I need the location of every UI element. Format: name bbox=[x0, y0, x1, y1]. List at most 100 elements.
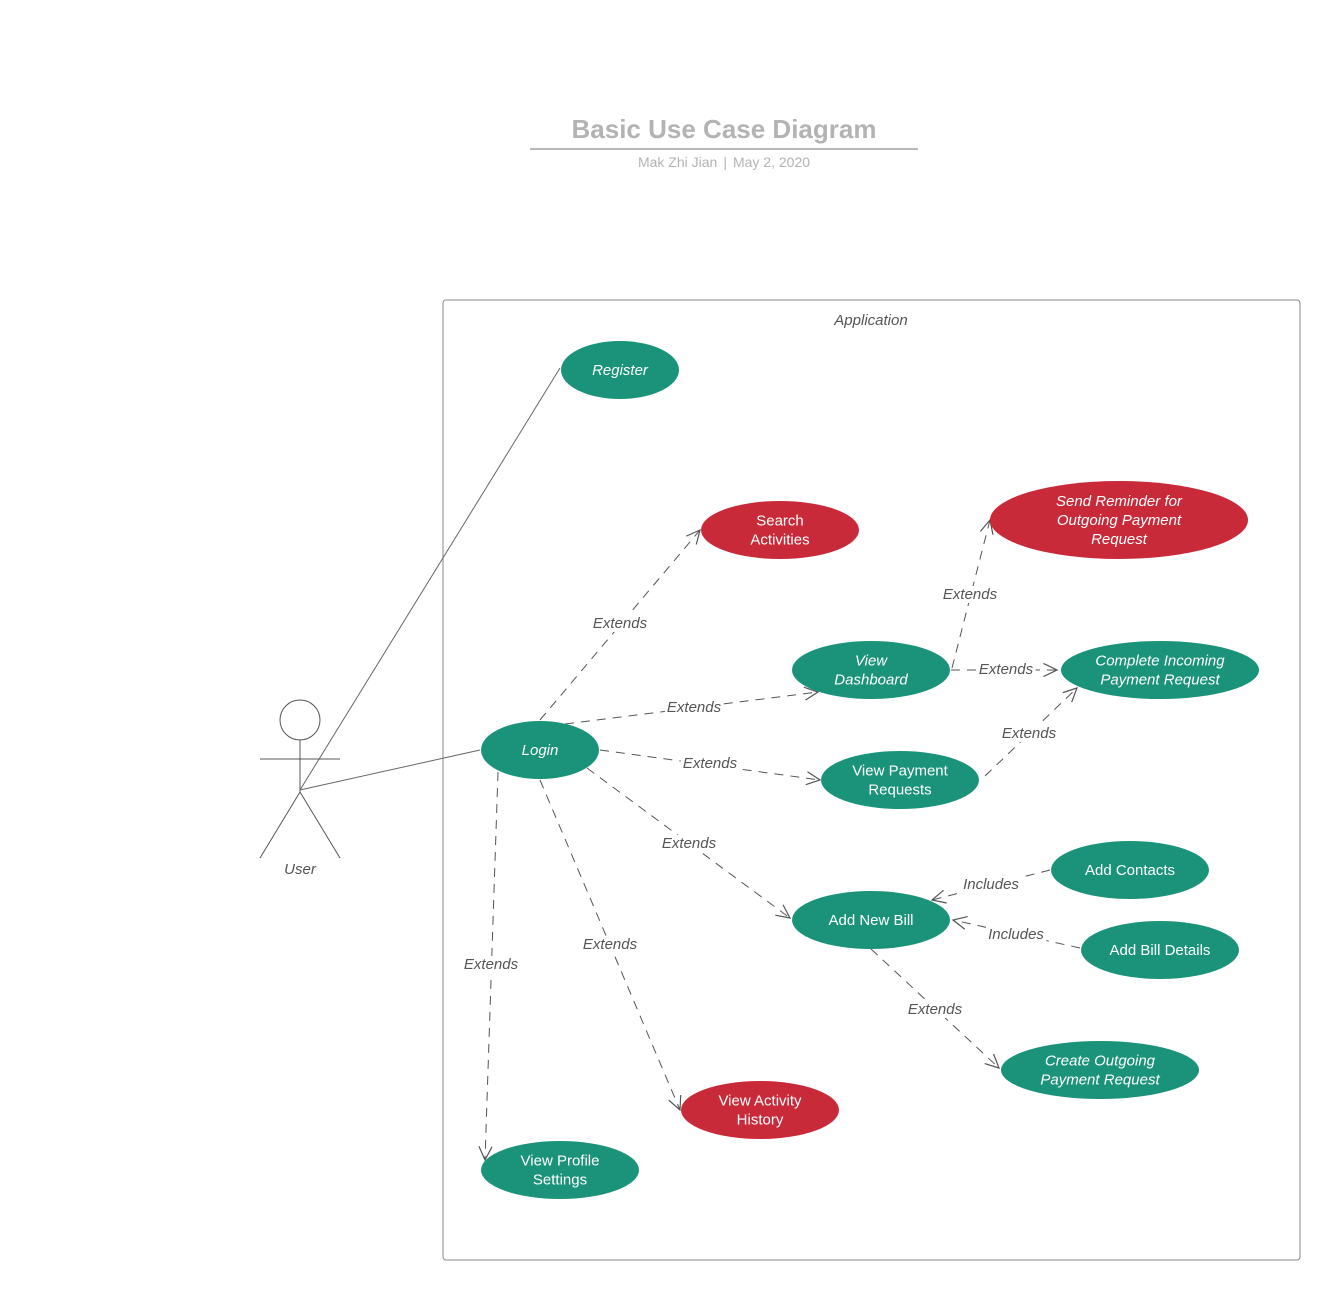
relationship-label-bg-login-profile bbox=[461, 956, 521, 973]
relationship-label-bg-login-payreq bbox=[680, 755, 740, 772]
use-case-add-contacts-shape bbox=[1051, 841, 1209, 899]
use-case-search-activities-shape bbox=[701, 501, 859, 559]
use-case-complete-incoming-label: Complete Incoming bbox=[1095, 653, 1225, 670]
relationship-label-dashboard-complete: Extends bbox=[979, 661, 1034, 678]
use-case-create-outgoing-label: Create Outgoing bbox=[1045, 1053, 1156, 1070]
use-case-view-dashboard-shape bbox=[792, 641, 950, 699]
use-case-create-outgoing-shape bbox=[1001, 1041, 1199, 1099]
use-case-view-dashboard-label: View bbox=[855, 653, 888, 670]
association-login[interactable] bbox=[299, 749, 481, 791]
use-case-create-outgoing-label: Payment Request bbox=[1040, 1072, 1160, 1089]
relationship-label-addbill-create: Extends bbox=[908, 1001, 963, 1018]
use-case-view-profile-settings-shape bbox=[481, 1141, 639, 1199]
use-case-add-new-bill-shape bbox=[792, 891, 950, 949]
diagram-meta: Mak Zhi Jian | May 2, 2020 bbox=[530, 154, 918, 170]
relationship-label-bg-login-dashboard bbox=[664, 699, 724, 716]
use-case-add-contacts[interactable]: Add Contacts bbox=[1051, 841, 1209, 899]
arrowhead-login-addbill bbox=[775, 904, 792, 919]
use-case-search-activities-label: Search bbox=[756, 513, 804, 530]
actor-head bbox=[279, 699, 321, 741]
relationship-label-bg-login-search bbox=[590, 615, 650, 632]
use-case-send-reminder-label: Request bbox=[1091, 531, 1148, 548]
relationship-label-login-search: Extends bbox=[593, 615, 648, 632]
arrowhead-addbill-create bbox=[984, 1053, 1001, 1069]
relationship-payreq-complete[interactable] bbox=[984, 687, 1078, 777]
relationship-label-login-dashboard: Extends bbox=[667, 699, 722, 716]
relationship-contacts-addbill[interactable] bbox=[931, 869, 1051, 901]
relationship-label-bg-payreq-complete bbox=[999, 725, 1059, 742]
diagram-title: Basic Use Case Diagram bbox=[571, 114, 877, 144]
system-label: Application bbox=[833, 312, 907, 329]
use-case-add-bill-details[interactable]: Add Bill Details bbox=[1081, 921, 1239, 979]
use-case-login-shape bbox=[481, 721, 599, 779]
system-boundary bbox=[442, 299, 1301, 1261]
use-case-view-activity-history-label: History bbox=[737, 1112, 784, 1129]
use-case-view-payment-requests-label: Requests bbox=[868, 782, 931, 799]
use-case-add-new-bill[interactable]: Add New Bill bbox=[792, 891, 950, 949]
relationship-label-details-addbill: Includes bbox=[988, 926, 1044, 943]
use-case-add-contacts-label: Add Contacts bbox=[1085, 862, 1175, 879]
arrowhead-contacts-addbill bbox=[930, 889, 947, 904]
relationship-label-bg-dashboard-reminder bbox=[940, 586, 1000, 603]
use-case-view-payment-requests-shape bbox=[821, 751, 979, 809]
use-case-view-profile-settings-label: Settings bbox=[533, 1172, 587, 1189]
use-case-add-new-bill-label: Add New Bill bbox=[828, 912, 913, 929]
association-register[interactable] bbox=[299, 367, 561, 791]
arrowhead-details-addbill bbox=[951, 915, 968, 930]
use-case-send-reminder-label: Outgoing Payment bbox=[1057, 512, 1182, 529]
meta-separator: | bbox=[723, 154, 727, 170]
relationship-label-bg-details-addbill bbox=[986, 926, 1047, 943]
actor-label: User bbox=[284, 861, 317, 878]
use-case-login-label: Login bbox=[522, 742, 559, 759]
use-case-view-profile-settings-label: View Profile bbox=[521, 1153, 600, 1170]
relationship-label-login-profile: Extends bbox=[464, 956, 519, 973]
relationship-label-dashboard-reminder: Extends bbox=[943, 586, 998, 603]
use-case-add-bill-details-shape bbox=[1081, 921, 1239, 979]
relationship-label-payreq-complete: Extends bbox=[1002, 725, 1057, 742]
use-case-login[interactable]: Login bbox=[481, 721, 599, 779]
relationship-label-bg-contacts-addbill bbox=[961, 876, 1022, 893]
use-case-register-shape bbox=[561, 341, 679, 399]
actor-right-leg bbox=[299, 791, 341, 859]
relationship-label-login-activity: Extends bbox=[583, 936, 638, 953]
arrowhead-login-activity bbox=[668, 1094, 682, 1112]
use-case-view-payment-requests-label: View Payment bbox=[852, 763, 948, 780]
relationship-login-dashboard[interactable] bbox=[564, 691, 819, 725]
arrowhead-login-profile bbox=[478, 1146, 493, 1162]
use-case-send-reminder-label: Send Reminder for bbox=[1056, 493, 1183, 510]
use-case-complete-incoming-label: Payment Request bbox=[1100, 672, 1220, 689]
arrowhead-login-dashboard bbox=[803, 686, 820, 701]
actor-left-leg bbox=[259, 791, 301, 859]
actor-user[interactable]: User bbox=[259, 699, 341, 878]
relationship-label-login-payreq: Extends bbox=[683, 755, 738, 772]
use-case-add-bill-details-label: Add Bill Details bbox=[1110, 942, 1211, 959]
relationship-label-login-addbill: Extends bbox=[662, 835, 717, 852]
use-case-search-activities-label: Activities bbox=[750, 532, 809, 549]
use-case-view-dashboard-label: Dashboard bbox=[834, 672, 908, 689]
use-case-register[interactable]: Register bbox=[561, 341, 679, 399]
diagram-header: Basic Use Case Diagram Mak Zhi Jian | May … bbox=[530, 110, 918, 170]
author: Mak Zhi Jian bbox=[637, 154, 718, 170]
arrowhead-login-payreq bbox=[805, 771, 822, 786]
relationship-login-payreq[interactable] bbox=[599, 749, 821, 781]
arrowhead-login-search bbox=[686, 528, 701, 545]
date: May 2, 2020 bbox=[732, 154, 811, 170]
title-divider bbox=[530, 148, 918, 150]
relationship-label-bg-login-addbill bbox=[659, 835, 719, 852]
use-case-view-activity-history-label: View Activity bbox=[718, 1093, 802, 1110]
relationship-login-addbill[interactable] bbox=[586, 767, 791, 919]
use-case-register-label: Register bbox=[592, 362, 649, 379]
arrowhead-payreq-complete bbox=[1062, 687, 1078, 703]
use-case-view-activity-history-shape bbox=[681, 1081, 839, 1139]
arrowhead-dashboard-complete bbox=[1043, 662, 1059, 678]
relationship-label-bg-addbill-create bbox=[905, 1001, 965, 1018]
relationship-label-contacts-addbill: Includes bbox=[963, 876, 1019, 893]
